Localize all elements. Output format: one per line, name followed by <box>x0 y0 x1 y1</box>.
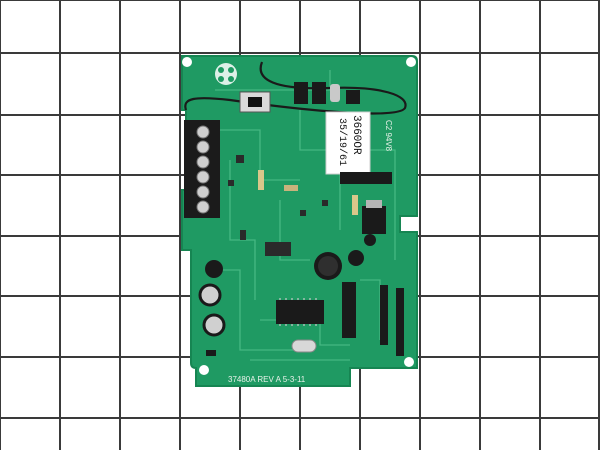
led <box>206 350 216 356</box>
circuit-board: 3660OR 35/19/61 C2 94V8 <box>181 55 418 387</box>
corner-silkscreen: C2 94V8 <box>384 120 393 152</box>
mounting-hole <box>406 57 416 67</box>
connector-header <box>340 172 392 184</box>
antenna-pads <box>215 63 237 85</box>
ic-chip <box>294 82 308 104</box>
pin-header <box>342 282 356 338</box>
label-sticker-subtext: 35/19/61 <box>336 118 348 166</box>
antenna-wire <box>184 61 407 115</box>
voltage-regulator <box>362 206 386 234</box>
part-number-silkscreen: 37480A REV A 5-3-11 <box>228 375 306 384</box>
mounting-hole <box>182 57 192 67</box>
label-sticker-text: 3660OR <box>350 115 362 155</box>
ic-chip <box>312 82 326 104</box>
smd-components <box>228 155 358 256</box>
ic-chip <box>346 90 360 104</box>
mounting-hole <box>199 365 209 375</box>
capacitor <box>348 250 364 266</box>
label-sticker: 3660OR 35/19/61 <box>325 111 371 175</box>
oscillator <box>291 339 317 353</box>
terminal-screws <box>196 125 210 214</box>
crystal <box>330 84 340 102</box>
push-buttons <box>198 260 226 337</box>
pin-connector <box>380 285 388 345</box>
capacitor <box>364 234 376 246</box>
terminal-block <box>184 120 220 218</box>
pin-connector <box>396 288 404 356</box>
mounting-hole <box>404 357 414 367</box>
microcontroller-chip <box>276 300 324 324</box>
